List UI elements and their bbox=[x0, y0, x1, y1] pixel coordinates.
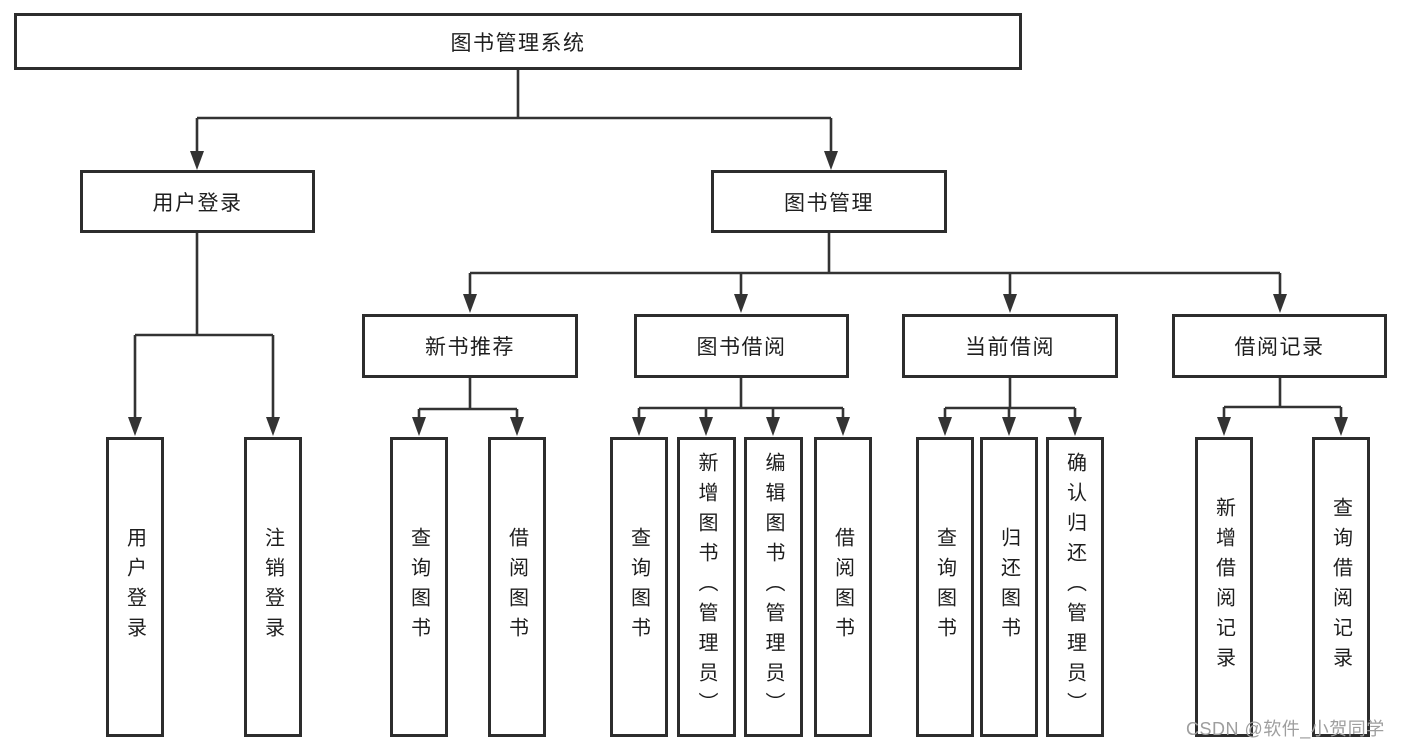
leaf-confirm-return-admin: 确认归还（管理员） bbox=[1046, 437, 1104, 737]
node-new-book-recommend: 新书推荐 bbox=[362, 314, 578, 378]
leaf-query-books-recommend: 查询图书 bbox=[390, 437, 448, 737]
csdn-watermark: CSDN @软件_小贺同学 bbox=[1186, 719, 1385, 739]
node-book-management: 图书管理 bbox=[711, 170, 947, 233]
leaf-query-books-current: 查询图书 bbox=[916, 437, 974, 737]
connector-rails bbox=[133, 70, 1343, 419]
node-borrow-records: 借阅记录 bbox=[1172, 314, 1387, 378]
leaf-borrow-books: 借阅图书 bbox=[814, 437, 872, 737]
leaf-borrow-books-recommend: 借阅图书 bbox=[488, 437, 546, 737]
leaf-add-borrow-record: 新增借阅记录 bbox=[1195, 437, 1253, 737]
leaf-query-books-borrow: 查询图书 bbox=[610, 437, 668, 737]
leaf-edit-book-admin: 编辑图书（管理员） bbox=[744, 437, 803, 737]
node-current-borrow: 当前借阅 bbox=[902, 314, 1118, 378]
leaf-user-login: 用户登录 bbox=[106, 437, 164, 737]
node-library-management-system: 图书管理系统 bbox=[14, 13, 1022, 70]
leaf-logout: 注销登录 bbox=[244, 437, 302, 737]
leaf-add-book-admin: 新增图书（管理员） bbox=[677, 437, 736, 737]
node-book-borrow: 图书借阅 bbox=[634, 314, 849, 378]
leaf-query-borrow-record: 查询借阅记录 bbox=[1312, 437, 1370, 737]
connector-arrowheads bbox=[128, 151, 1348, 436]
leaf-return-book: 归还图书 bbox=[980, 437, 1038, 737]
node-user-login: 用户登录 bbox=[80, 170, 315, 233]
